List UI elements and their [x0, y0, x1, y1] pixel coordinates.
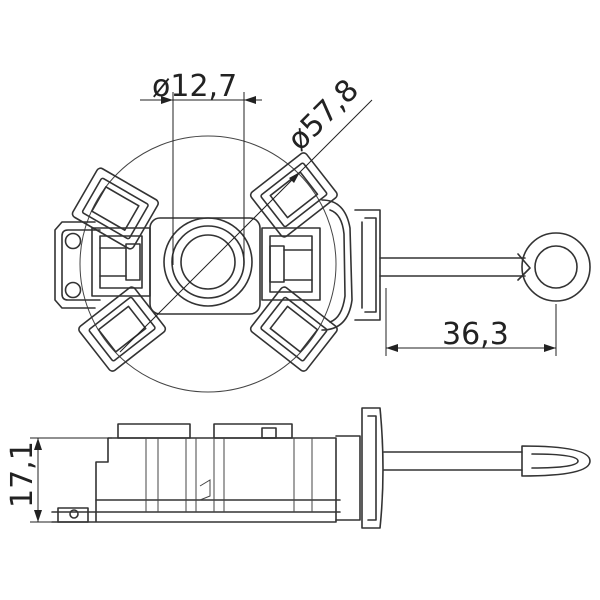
side-view: 17,1 — [5, 407, 591, 529]
brush-box-right — [261, 227, 321, 301]
brush-holder-upper-right — [249, 152, 338, 238]
lead-length-label: 36,3 — [442, 317, 509, 352]
bore-diameter-label: ø12,7 — [152, 69, 237, 104]
left-flange — [54, 221, 101, 309]
connector-housing — [321, 199, 381, 331]
lead-wire — [379, 232, 591, 302]
brush-holder-upper-left — [71, 167, 159, 250]
center-bore — [180, 234, 236, 290]
height-label: 17,1 — [5, 441, 40, 508]
flange-hole-bottom — [64, 281, 82, 299]
dim-height: 17,1 — [5, 437, 112, 523]
brush-box-left — [91, 227, 151, 297]
ring-terminal-inner — [534, 245, 578, 289]
top-view: ø12,7 ø57,8 36,3 — [54, 69, 591, 393]
dim-bore-diameter: ø12,7 — [140, 69, 262, 265]
ring-terminal-outer — [521, 232, 591, 302]
dim-lead-length: 36,3 — [385, 288, 557, 356]
flange-hole-top — [64, 232, 82, 250]
brush-holder-lower-left — [78, 286, 167, 372]
outer-circle — [79, 135, 337, 393]
brush-holder-lower-right — [249, 286, 338, 372]
outer-diameter-label: ø57,8 — [281, 73, 366, 158]
